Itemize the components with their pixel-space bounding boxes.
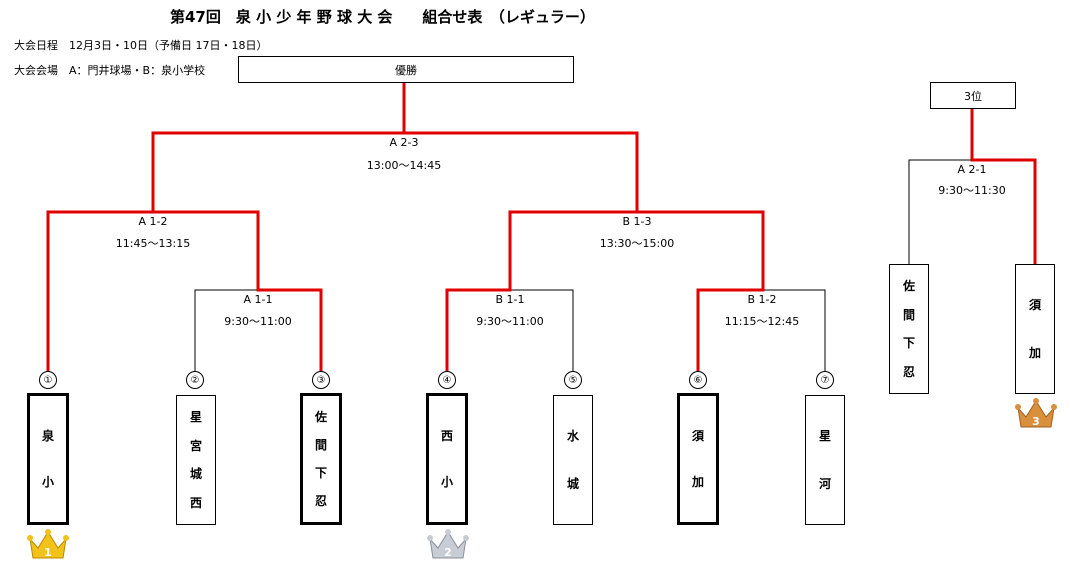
match-code: A 1-1 <box>243 293 273 306</box>
team-name-char: 泉 <box>41 428 54 443</box>
team-box: 星 宮 城 西 <box>176 395 216 525</box>
winner-path <box>153 210 323 371</box>
match-time: 11:15～12:45 <box>724 315 800 328</box>
seed-number: ⑥ <box>689 371 707 389</box>
third-place-team-box: 佐 間 下 忍 <box>889 264 929 394</box>
team-name-char: 西 <box>440 428 453 443</box>
gold-crown-icon: 1 <box>27 529 69 559</box>
team-box: 須 加 <box>677 393 719 525</box>
match-code: B 1-2 <box>747 293 777 306</box>
team-name-char: 加 <box>1028 345 1041 360</box>
seed-number: ⑦ <box>816 371 834 389</box>
team-name-char: 間 <box>314 438 327 452</box>
team-name-char: 小 <box>41 475 54 490</box>
seed-number: ③ <box>312 371 330 389</box>
bracket-line <box>510 289 574 371</box>
team-name-char: 宮 <box>189 438 202 453</box>
team-name-char: 下 <box>314 466 327 480</box>
third-place-team-box: 須 加 <box>1015 264 1055 394</box>
team-name-char: 忍 <box>902 364 915 379</box>
team-box: 佐 間 下 忍 <box>300 393 342 525</box>
page-title: 第47回 泉 小 少 年 野 球 大 会 組合せ表 （レギュラー） <box>170 8 595 26</box>
team-box: 西 小 <box>426 393 468 525</box>
match-time: 9:30～11:00 <box>476 315 544 328</box>
venue-info: 大会会場 A：門井球場・B：泉小学校 <box>14 64 206 77</box>
winner-path <box>404 131 639 371</box>
team-name-char: 河 <box>818 476 831 491</box>
team-name-char: 水 <box>566 429 579 444</box>
crown-rank: 2 <box>444 546 452 559</box>
third-place-box: 3位 <box>930 82 1016 109</box>
match-time: 13:00～14:45 <box>366 159 442 172</box>
champion-box: 優勝 <box>238 56 574 83</box>
team-box: 泉 小 <box>27 393 69 525</box>
team-name-char: 城 <box>189 467 202 482</box>
winner-path <box>637 210 765 371</box>
team-name-char: 星 <box>189 410 202 425</box>
team-name-char: 小 <box>440 475 453 490</box>
match-time: 9:30～11:30 <box>938 184 1006 197</box>
team-name-char: 城 <box>566 476 579 491</box>
bronze-crown-icon: 3 <box>1015 398 1057 428</box>
team-box: 星 河 <box>805 395 845 525</box>
winner-path <box>970 108 1037 264</box>
match-time: 11:45～13:15 <box>115 237 191 250</box>
team-name-char: 忍 <box>314 494 327 508</box>
match-code: A 2-1 <box>957 163 987 176</box>
winner-path <box>46 83 406 371</box>
seed-number: ④ <box>438 371 456 389</box>
team-name-char: 下 <box>902 336 915 351</box>
match-code: A 2-3 <box>389 136 419 149</box>
match-code: B 1-1 <box>495 293 525 306</box>
bracket-line <box>908 159 972 264</box>
team-name-char: 須 <box>1028 298 1041 313</box>
match-time: 13:30～15:00 <box>599 237 675 250</box>
team-name-char: 佐 <box>902 279 915 294</box>
team-name-char: 間 <box>902 307 915 322</box>
crown-rank: 3 <box>1032 415 1040 428</box>
match-time: 9:30～11:00 <box>224 315 292 328</box>
schedule-info: 大会日程 12月3日・10日（予備日 17日・18日） <box>14 39 268 52</box>
crown-rank: 1 <box>44 546 52 559</box>
seed-number: ② <box>186 371 204 389</box>
team-name-char: 西 <box>189 495 202 510</box>
champion-label: 優勝 <box>395 63 417 77</box>
bracket-line <box>763 289 826 371</box>
match-code: B 1-3 <box>622 215 652 228</box>
team-name-char: 須 <box>691 428 704 443</box>
team-name-char: 星 <box>818 429 831 444</box>
seed-number: ① <box>39 371 57 389</box>
team-name-char: 加 <box>691 475 704 490</box>
match-code: A 1-2 <box>138 215 168 228</box>
seed-number: ⑤ <box>564 371 582 389</box>
silver-crown-icon: 2 <box>427 529 469 559</box>
team-name-char: 佐 <box>314 410 327 424</box>
team-box: 水 城 <box>553 395 593 525</box>
third-place-label: 3位 <box>964 89 982 103</box>
